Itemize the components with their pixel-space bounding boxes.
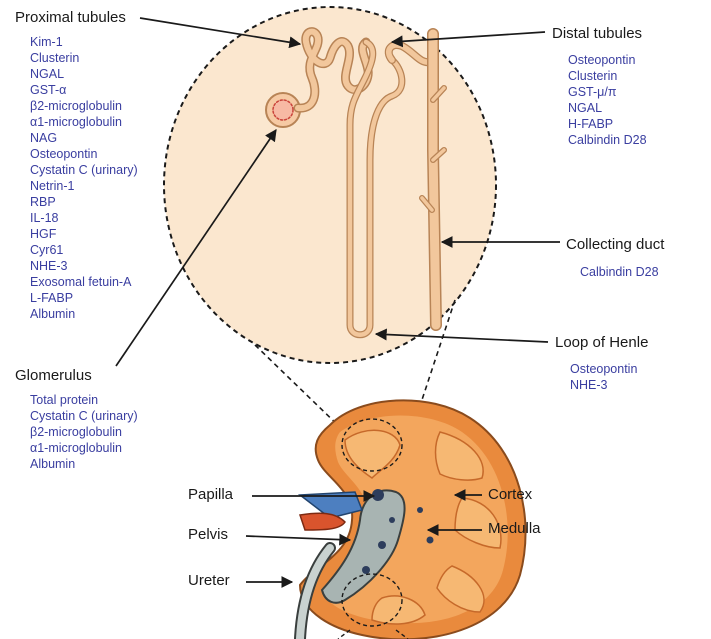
proximal-marker-item: NHE-3: [30, 258, 138, 274]
distal-marker-item: GST-μ/π: [568, 84, 647, 100]
proximal-marker-item: Exosomal fetuin-A: [30, 274, 138, 290]
proximal-marker-item: NGAL: [30, 66, 138, 82]
glomerulus-marker-item: Cystatin C (urinary): [30, 408, 138, 424]
collecting-marker-item: Calbindin D28: [580, 264, 659, 280]
loop-marker-item: NHE-3: [570, 377, 637, 393]
proximal-tubules-title: Proximal tubules: [15, 9, 126, 26]
distal-marker-item: Calbindin D28: [568, 132, 647, 148]
glomerulus-tuft: [273, 100, 293, 120]
proximal-marker-item: GST-α: [30, 82, 138, 98]
proximal-marker-item: Clusterin: [30, 50, 138, 66]
proximal-marker-item: Albumin: [30, 306, 138, 322]
glomerulus-marker-item: α1-microglobulin: [30, 440, 138, 456]
distal-marker-item: Osteopontin: [568, 52, 647, 68]
arrow-pelvis: [246, 536, 350, 540]
collecting-duct-title: Collecting duct: [566, 236, 664, 253]
proximal-marker-item: Netrin-1: [30, 178, 138, 194]
proximal-marker-item: IL-18: [30, 210, 138, 226]
proximal-marker-item: L-FABP: [30, 290, 138, 306]
proximal-marker-item: β2-microglobulin: [30, 98, 138, 114]
glomerulus-title: Glomerulus: [15, 367, 92, 384]
glomerulus-marker-item: β2-microglobulin: [30, 424, 138, 440]
glomerulus-marker-item: Albumin: [30, 456, 138, 472]
distal-marker-item: NGAL: [568, 100, 647, 116]
collecting-duct-marker-list: Calbindin D28: [580, 264, 659, 280]
proximal-marker-item: RBP: [30, 194, 138, 210]
loop-of-henle-title: Loop of Henle: [555, 334, 648, 351]
proximal-marker-item: HGF: [30, 226, 138, 242]
proximal-marker-item: Cyr61: [30, 242, 138, 258]
pelvis-label: Pelvis: [188, 526, 228, 543]
papilla-label: Papilla: [188, 486, 233, 503]
proximal-marker-item: Osteopontin: [30, 146, 138, 162]
distal-marker-item: H-FABP: [568, 116, 647, 132]
proximal-marker-item: NAG: [30, 130, 138, 146]
ureter-label: Ureter: [188, 572, 230, 589]
cortex-label: Cortex: [488, 486, 532, 503]
loop-marker-item: Osteopontin: [570, 361, 637, 377]
proximal-marker-item: Kim-1: [30, 34, 138, 50]
medulla-label: Medulla: [488, 520, 541, 537]
distal-marker-item: Clusterin: [568, 68, 647, 84]
distal-tubules-title: Distal tubules: [552, 25, 642, 42]
proximal-marker-item: α1-microglobulin: [30, 114, 138, 130]
glomerulus-marker-item: Total protein: [30, 392, 138, 408]
proximal-marker-item: Cystatin C (urinary): [30, 162, 138, 178]
